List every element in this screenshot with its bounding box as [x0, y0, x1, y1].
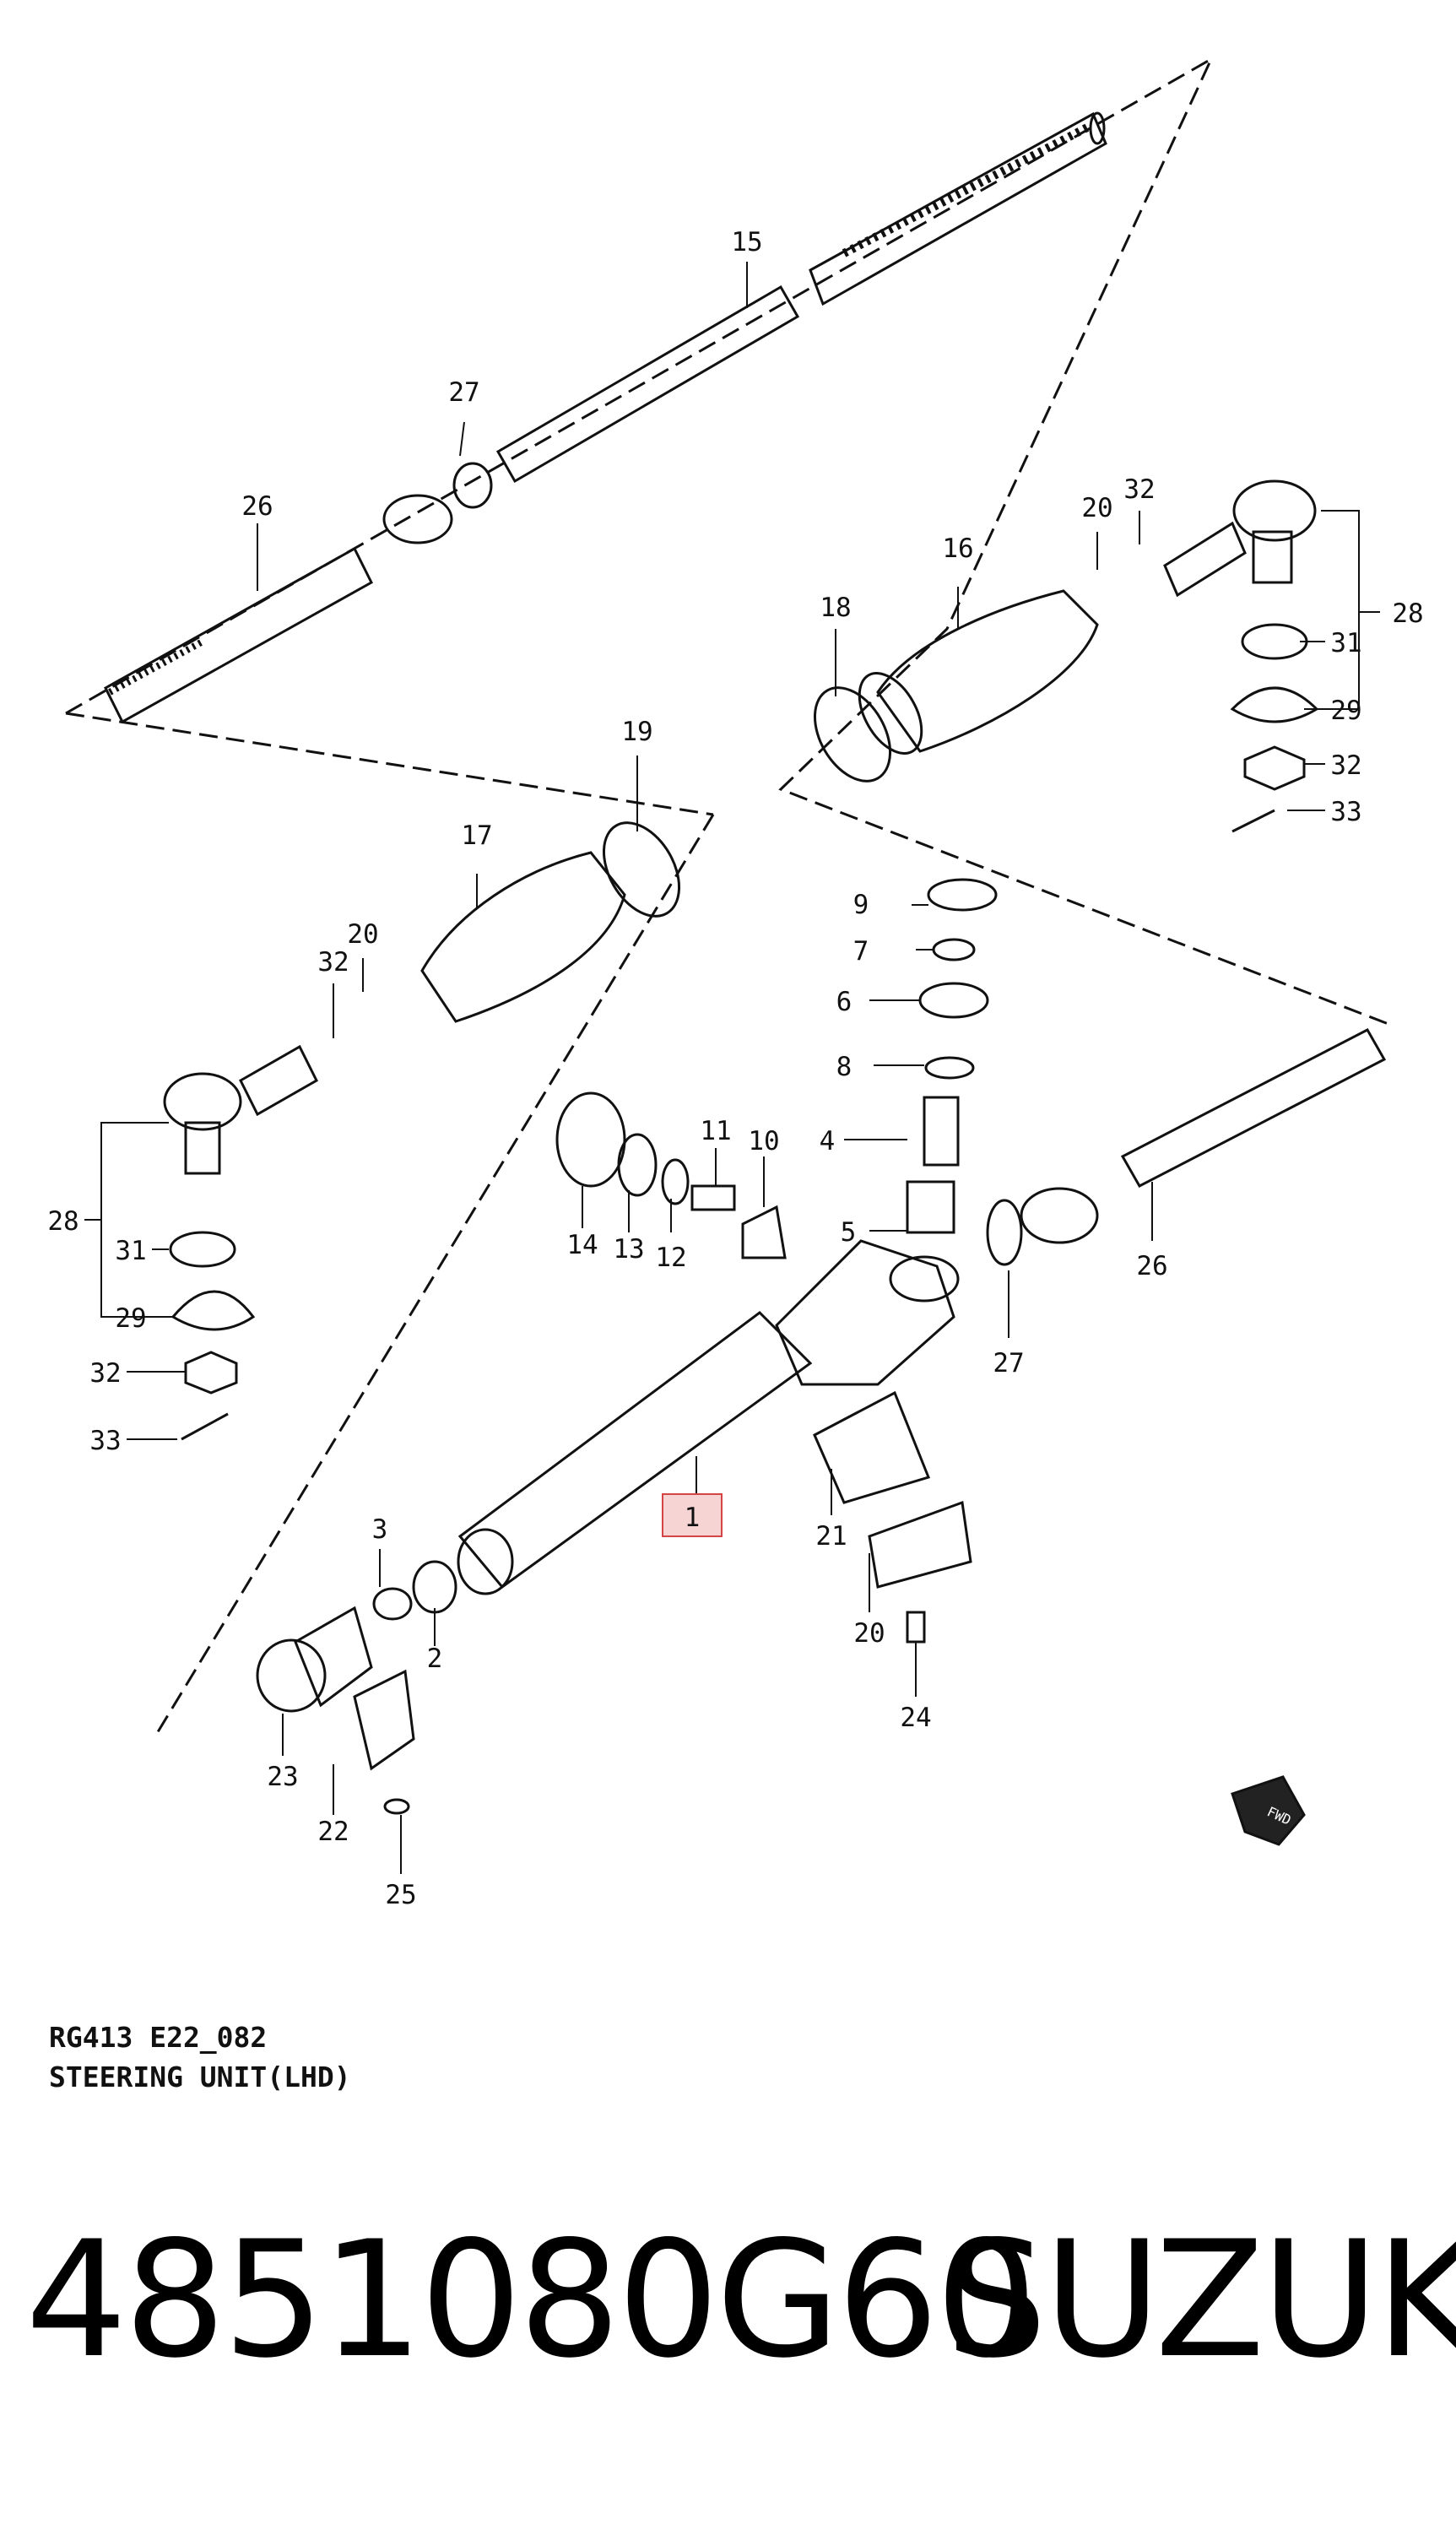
- callout-28b: 28: [47, 1206, 78, 1237]
- left-boot: [420, 821, 681, 1023]
- callout-23: 22: [317, 1817, 349, 1847]
- callout-3: 3: [372, 1514, 388, 1545]
- callout-18: 18: [820, 593, 851, 623]
- pinion-stack: [906, 878, 998, 1234]
- inner-tie-rod-lower: [986, 1028, 1387, 1266]
- rack-shaft: [495, 111, 1107, 484]
- callout-labels: 15 27 26 16 18 20 32 28 31 29 32 33 19 1…: [47, 227, 1423, 1910]
- callout-31: 32: [1123, 474, 1155, 505]
- lower-left-parts: [256, 1560, 457, 1815]
- callout-27b: 27: [993, 1348, 1024, 1378]
- callout-25: 24: [900, 1703, 931, 1733]
- callout-26b: 26: [1136, 1251, 1167, 1281]
- callout-2: 2: [427, 1644, 443, 1674]
- callout-32: 32: [1330, 750, 1361, 781]
- rack-housing: [457, 1239, 960, 1595]
- callout-6: 6: [836, 987, 852, 1017]
- upper-section-outline: [65, 56, 1394, 1027]
- callout-7: 7: [853, 936, 869, 967]
- fwd-arrow-icon: [1231, 1775, 1306, 1846]
- callout-4: 4: [820, 1126, 836, 1156]
- callout-20b: 20: [347, 919, 378, 950]
- callout-29: 29: [1330, 696, 1361, 726]
- callout-8: 8: [836, 1052, 852, 1082]
- callout-30b: 31: [115, 1236, 146, 1266]
- brand-name: SUZUKI: [945, 2207, 1456, 2393]
- callout-33b: 33: [89, 1426, 121, 1456]
- callout-13: 13: [613, 1234, 644, 1265]
- callout-10: 10: [748, 1126, 779, 1156]
- callout-9: 9: [853, 890, 869, 920]
- callout-15: 15: [731, 227, 762, 257]
- callout-33: 33: [1330, 797, 1361, 827]
- diagram-title: STEERING UNIT(LHD): [49, 2061, 351, 2093]
- left-tie-rod-end: [163, 1044, 318, 1441]
- yoke-parts: [555, 1091, 787, 1259]
- callout-19: 19: [621, 717, 652, 747]
- callout-24: 23: [267, 1762, 298, 1792]
- highlight-box: [662, 1493, 723, 1537]
- callout-17: 17: [461, 820, 492, 851]
- lower-section-outline: [154, 814, 715, 1736]
- callout-21: 20: [853, 1618, 885, 1649]
- callout-32b: 32: [89, 1358, 121, 1389]
- callout-25b: 25: [385, 1880, 416, 1910]
- callout-31b: 32: [317, 947, 349, 978]
- inner-tie-rod-top: [104, 462, 493, 724]
- callout-12: 12: [655, 1243, 686, 1273]
- callout-30: 31: [1330, 628, 1361, 658]
- right-boot: [813, 589, 1099, 783]
- callout-28: 28: [1392, 598, 1423, 629]
- callout-5: 5: [841, 1217, 857, 1248]
- left-section-outline: [65, 712, 714, 816]
- callout-22: 21: [815, 1521, 847, 1552]
- callout-27: 27: [448, 377, 479, 408]
- callout-26: 26: [241, 491, 273, 522]
- callout-29b: 29: [115, 1303, 146, 1334]
- leader-lines: [84, 262, 1380, 1874]
- clamp-parts: [813, 1390, 972, 1644]
- callout-14: 14: [566, 1230, 598, 1260]
- parts-diagram: 15 27 26 16 18 20 32 28 31 29 32 33 19 1…: [47, 56, 1424, 2093]
- right-tie-rod-end: [1163, 479, 1319, 833]
- callout-16: 16: [942, 533, 973, 564]
- callout-1: 1: [685, 1503, 701, 1533]
- part-number: 4851080G60: [25, 2207, 1037, 2393]
- callout-11: 11: [700, 1116, 731, 1146]
- diagram-code: RG413 E22_082: [49, 2021, 267, 2054]
- callout-20: 20: [1081, 493, 1112, 523]
